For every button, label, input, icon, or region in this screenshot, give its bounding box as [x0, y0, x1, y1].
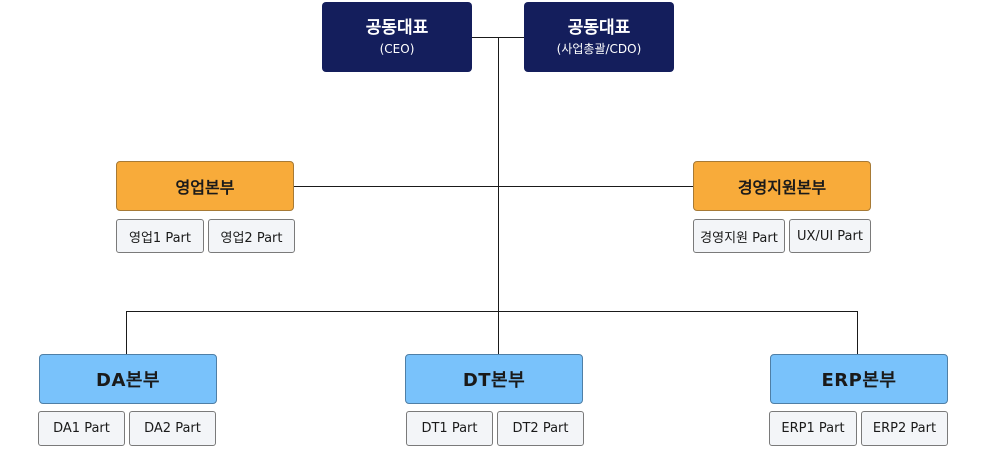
connector-erp [857, 311, 858, 355]
connector-da [126, 311, 127, 355]
ceo-subtitle: (CEO) [379, 42, 415, 56]
connector-mid [293, 186, 694, 187]
connector-bottom [126, 311, 858, 312]
dt-part-2: DT2 Part [497, 411, 584, 446]
dt-division: DT본부 [405, 354, 583, 404]
cdo-title: 공동대표 [567, 18, 631, 38]
ceo-title: 공동대표 [365, 18, 429, 38]
sales-division: 영업본부 [116, 161, 294, 211]
erp-division: ERP본부 [770, 354, 948, 404]
erp-part-1: ERP1 Part [769, 411, 857, 446]
support-part-2: UX/UI Part [789, 219, 871, 253]
da-part-2: DA2 Part [129, 411, 216, 446]
dt-part-1: DT1 Part [406, 411, 493, 446]
sales-part-1: 영업1 Part [116, 219, 204, 253]
ceo-box: 공동대표 (CEO) [322, 2, 472, 72]
support-part-1: 경영지원 Part [693, 219, 785, 253]
cdo-box: 공동대표 (사업총괄/CDO) [524, 2, 674, 72]
da-part-1: DA1 Part [38, 411, 125, 446]
connector-trunk [498, 37, 499, 355]
erp-part-2: ERP2 Part [861, 411, 948, 446]
sales-part-2: 영업2 Part [208, 219, 295, 253]
cdo-subtitle: (사업총괄/CDO) [556, 42, 642, 56]
support-division: 경영지원본부 [693, 161, 871, 211]
da-division: DA본부 [39, 354, 217, 404]
